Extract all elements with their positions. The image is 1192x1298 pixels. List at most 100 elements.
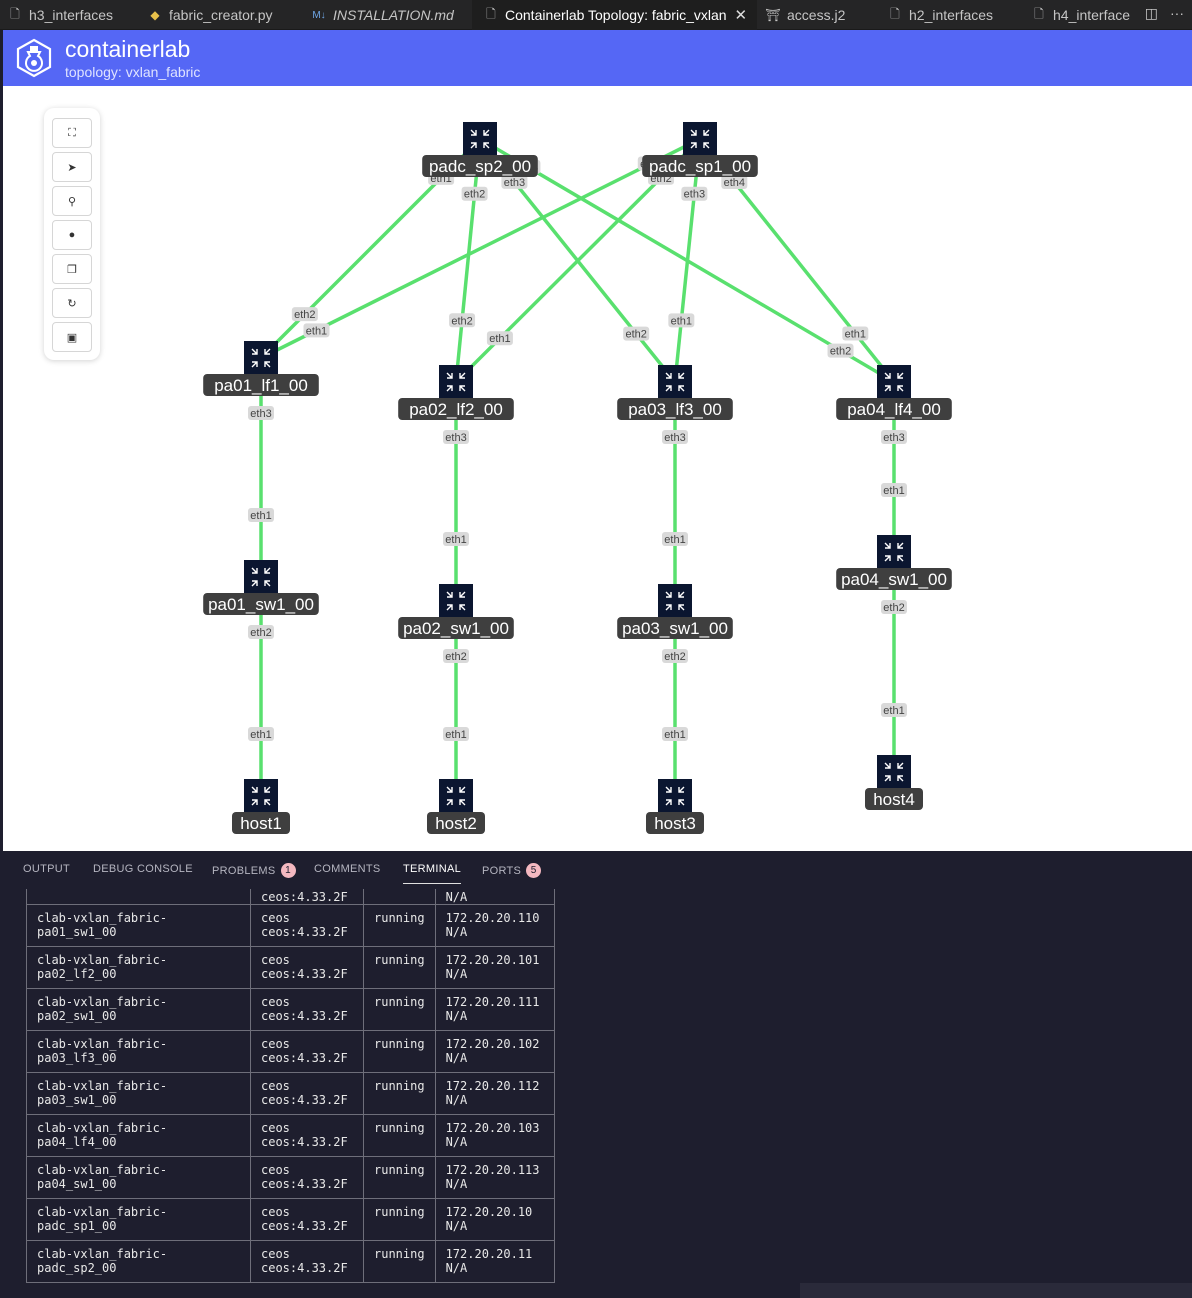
router-icon[interactable] (658, 779, 692, 813)
link-padc_sp1_00-pa01_lf1_00[interactable] (260, 137, 701, 360)
router-icon[interactable] (439, 365, 473, 399)
node-label-bg (646, 812, 704, 834)
panel-tab-terminal[interactable]: TERMINAL (403, 863, 462, 884)
node-padc_sp1_00[interactable]: padc_sp1_00 (642, 122, 758, 177)
router-icon[interactable] (658, 584, 692, 618)
node-pa01_lf1_00[interactable]: pa01_lf1_00 (203, 341, 319, 396)
node-pa04_lf4_00[interactable]: pa04_lf4_00 (836, 365, 952, 420)
router-icon[interactable] (244, 779, 278, 813)
router-arrow (251, 348, 258, 355)
editor-tab[interactable]: 🗋h4_interface (1032, 0, 1130, 30)
file-icon: 🗋 (1034, 6, 1044, 21)
editor-tab[interactable]: 🗋Containerlab Topology: fabric_vxlan✕ (472, 0, 758, 30)
save-button[interactable]: ▣ (52, 322, 92, 352)
port-label-text: eth3 (883, 432, 904, 444)
router-icon[interactable] (244, 341, 278, 375)
save-icon: ▣ (66, 331, 78, 344)
router-icon[interactable] (877, 755, 911, 789)
router-icon[interactable] (877, 365, 911, 399)
kind-image-cell-line: ceos:4.33.2F (261, 1009, 348, 1023)
port-label-text: eth1 (489, 333, 510, 345)
topology-graph[interactable]: eth1eth2eth2eth2eth3eth2eth4eth2eth1eth1… (3, 86, 1192, 851)
horizontal-scrollbar[interactable] (800, 1283, 1192, 1298)
node-pa02_lf2_00[interactable]: pa02_lf2_00 (398, 365, 514, 420)
router-arrow (459, 591, 466, 598)
node-pa03_sw1_00[interactable]: pa03_sw1_00 (617, 584, 733, 639)
port-label-text: eth2 (294, 309, 315, 321)
state-cell-line: running (374, 1247, 425, 1261)
panel-tab-output[interactable]: OUTPUT (23, 863, 70, 875)
editor-tab[interactable]: 🗋h2_interfaces (888, 0, 993, 30)
port-label-bg (486, 331, 513, 346)
node-host1[interactable]: host1 (232, 779, 290, 834)
router-icon[interactable] (244, 560, 278, 594)
link-padc_sp2_00-pa02_lf2_00[interactable] (454, 138, 482, 383)
send-button[interactable]: ➤ (52, 152, 92, 182)
node-label-bg (836, 568, 952, 590)
node-host3[interactable]: host3 (646, 779, 704, 834)
panel-tab-debug-console[interactable]: DEBUG CONSOLE (93, 863, 193, 875)
more-actions-icon[interactable]: ··· (1170, 5, 1184, 21)
close-tab-icon[interactable]: ✕ (734, 7, 748, 24)
router-arrow (264, 567, 271, 574)
name-cell-line: clab-vxlan_fabric-pa04_sw1_00 (37, 1163, 168, 1191)
node-label: pa03_sw1_00 (622, 619, 728, 638)
editor-tab-label: h2_interfaces (909, 7, 994, 23)
topology-canvas[interactable]: eth1eth2eth2eth2eth3eth2eth4eth2eth1eth1… (3, 86, 1192, 851)
port-label: eth1 (662, 727, 688, 741)
tag-button[interactable]: ● (52, 220, 92, 250)
name-cell-line: clab-vxlan_fabric-padc_sp1_00 (37, 1205, 168, 1233)
split-editor-icon[interactable]: ◫ (1144, 5, 1158, 21)
port-label: eth3 (501, 174, 528, 189)
router-icon[interactable] (683, 122, 717, 156)
router-icon[interactable] (439, 584, 473, 618)
node-pa03_lf3_00[interactable]: pa03_lf3_00 (617, 365, 733, 420)
editor-tab[interactable]: 🗋h3_interfaces (8, 0, 113, 30)
node-label: host1 (240, 814, 282, 833)
reload-icon: ↻ (67, 297, 77, 310)
node-host4[interactable]: host4 (865, 755, 923, 810)
kind-image-cell-line: ceos:4.33.2F (261, 1261, 348, 1275)
node-label-bg (422, 155, 538, 177)
router-arrow (446, 786, 453, 793)
node-pa04_sw1_00[interactable]: pa04_sw1_00 (836, 535, 952, 590)
port-label: eth1 (842, 326, 869, 341)
router-icon[interactable] (658, 365, 692, 399)
reload-button[interactable]: ↻ (52, 288, 92, 318)
node-host2[interactable]: host2 (427, 779, 485, 834)
panel-tab-label: TERMINAL (403, 863, 462, 875)
node-padc_sp2_00[interactable]: padc_sp2_00 (422, 122, 538, 177)
fit-view-button[interactable]: ⛶ (52, 118, 92, 148)
link-padc_sp1_00-pa03_lf3_00[interactable] (673, 138, 702, 383)
port-label: eth1 (881, 703, 907, 717)
panel-tab-comments[interactable]: COMMENTS (314, 863, 381, 875)
find-button[interactable]: ⚲ (52, 186, 92, 216)
port-label-text: eth2 (625, 329, 646, 341)
editor-tab[interactable]: ⛩access.j2 (765, 0, 845, 30)
editor-tab[interactable]: M↓INSTALLATION.md (312, 0, 454, 30)
node-pa02_sw1_00[interactable]: pa02_sw1_00 (398, 584, 514, 639)
router-icon[interactable] (463, 122, 497, 156)
node-label-bg (232, 812, 290, 834)
router-icon[interactable] (877, 535, 911, 569)
ip-cell-line: 172.20.20.110 (445, 911, 540, 925)
port-label: eth3 (248, 406, 274, 420)
router-arrow (264, 361, 271, 368)
node-label: pa03_lf3_00 (628, 400, 722, 419)
port-label: eth4 (721, 174, 748, 189)
router-arrow (678, 799, 685, 806)
state-cell: running (363, 988, 436, 1031)
name-cell: clab-vxlan_fabric-pa03_sw1_00 (26, 1072, 251, 1115)
router-icon[interactable] (439, 779, 473, 813)
node-pa01_sw1_00[interactable]: pa01_sw1_00 (203, 560, 319, 615)
copy-button[interactable]: ❐ (52, 254, 92, 284)
editor-tab[interactable]: ◆fabric_creator.py (148, 0, 272, 30)
